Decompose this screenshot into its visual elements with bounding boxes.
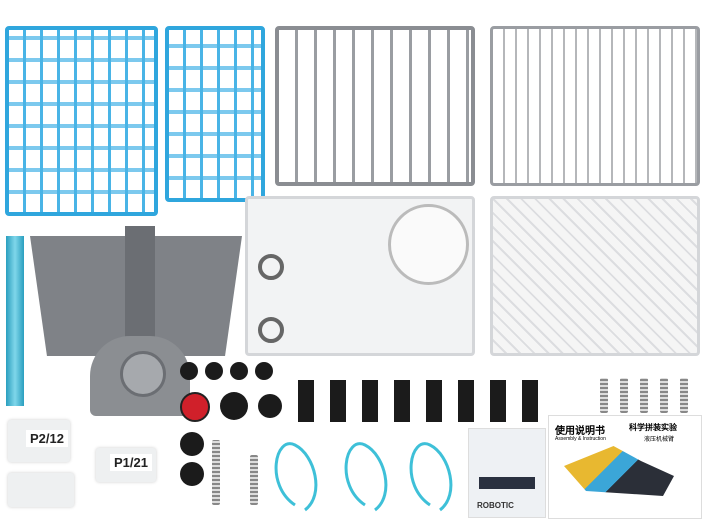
spring: [600, 378, 608, 413]
manual-title: 使用说明书: [555, 426, 605, 437]
spring: [660, 378, 668, 413]
gray-parts-sprue: [275, 26, 475, 186]
blue-parts-sprue-large: [5, 26, 158, 216]
small-parts-bag: [8, 473, 74, 507]
manual-subtitle: Assembly & Instruction: [555, 436, 606, 442]
spring: [680, 378, 688, 413]
screw-bag-p1: P1/21: [96, 448, 156, 482]
spring: [620, 378, 628, 413]
white-parts-sprue: [245, 196, 475, 356]
robot-arm-image: [564, 446, 674, 496]
robotic-sticker: ROBOTIC: [477, 501, 514, 510]
blue-tubes: [274, 442, 453, 512]
bag-label: P1/21: [110, 454, 152, 471]
product-subname: 液压机械臂: [644, 437, 675, 443]
product-name: 科学拼装实验: [629, 423, 677, 432]
gray-robot-base: [30, 226, 242, 416]
screw-bag-p2: P2/12: [8, 420, 70, 462]
bag-label: P2/12: [26, 430, 68, 447]
black-wheels: [180, 362, 282, 486]
sticker-sheet: ROBOTIC: [468, 428, 546, 518]
black-connectors: [298, 380, 548, 422]
blue-parts-sprue-small: [165, 26, 265, 202]
gray-small-parts-sprue: [490, 26, 700, 186]
spring: [250, 455, 258, 505]
blue-rod: [6, 236, 24, 406]
instruction-manual: 使用说明书 Assembly & Instruction 科学拼装实验 液压机械…: [548, 415, 702, 519]
spring: [212, 440, 220, 505]
spring: [640, 378, 648, 413]
white-small-parts-sprue: [490, 196, 700, 356]
